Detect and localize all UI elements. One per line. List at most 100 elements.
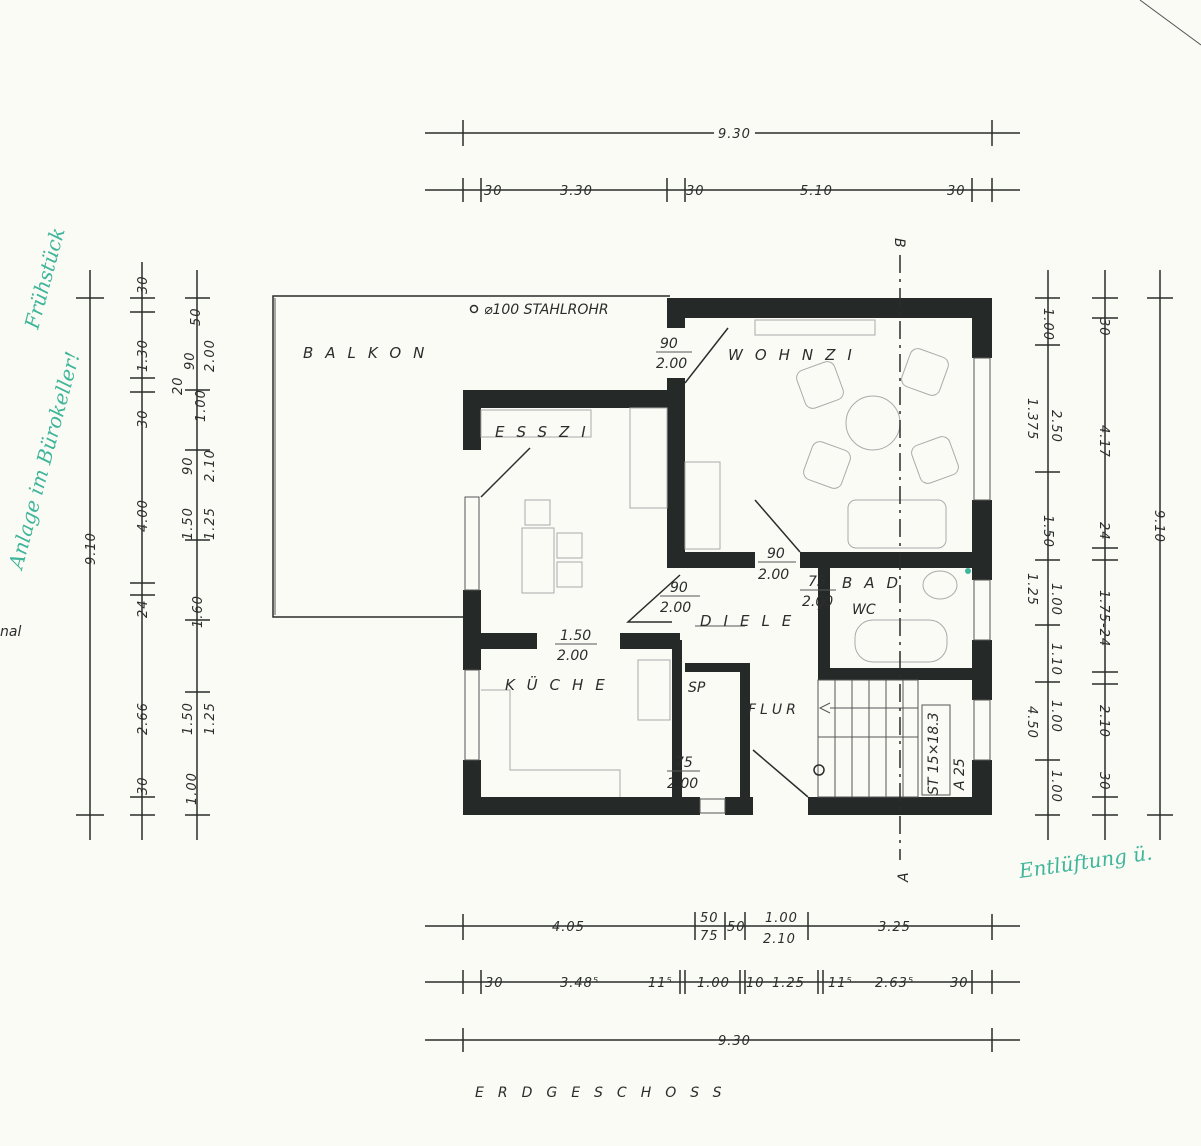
svg-text:2.66: 2.66: [136, 702, 151, 735]
svg-text:1.25: 1.25: [203, 702, 218, 735]
side-note: nal: [0, 624, 21, 640]
svg-text:9.30: 9.30: [718, 1034, 751, 1049]
dimensions-right: 1.00 1.375 2.50 1.50 1.25 1.00 1.10 4.50…: [1024, 308, 1166, 803]
svg-text:20: 20: [171, 376, 186, 395]
svg-text:1.50: 1.50: [1040, 515, 1055, 548]
svg-text:1.00: 1.00: [697, 976, 730, 991]
balcony: [272, 295, 670, 618]
room-label-bad: BAD: [842, 574, 910, 592]
svg-text:4.17: 4.17: [1096, 425, 1111, 458]
svg-text:1.00: 1.00: [185, 772, 200, 805]
svg-text:1.00: 1.00: [1048, 583, 1063, 616]
staircase: [813, 679, 951, 798]
svg-text:2.00: 2.00: [557, 648, 588, 664]
svg-text:50: 50: [700, 911, 719, 926]
svg-text:1.00: 1.00: [1040, 308, 1055, 341]
steel-pipe-label: ⌀100 STAHLROHR: [484, 302, 609, 318]
handwriting-marker: [965, 568, 971, 574]
svg-text:2.00: 2.00: [660, 600, 691, 616]
newel-post-icon: [813, 764, 825, 776]
svg-text:10: 10: [746, 976, 765, 991]
svg-text:1.50: 1.50: [560, 628, 591, 644]
svg-text:3.30: 3.30: [560, 184, 593, 199]
steel-pipe-icon: [469, 304, 479, 314]
svg-text:9.10: 9.10: [84, 532, 99, 565]
svg-text:1.00: 1.00: [765, 911, 798, 926]
svg-text:30: 30: [947, 184, 966, 199]
svg-text:30: 30: [136, 409, 151, 428]
svg-text:90: 90: [181, 456, 196, 475]
door-label: 902.00: [660, 580, 700, 616]
svg-text:4.00: 4.00: [136, 499, 151, 532]
section-label-a: A: [896, 872, 912, 883]
svg-text:90: 90: [670, 580, 688, 596]
svg-text:3.48⁵: 3.48⁵: [560, 976, 599, 991]
svg-text:30: 30: [950, 976, 969, 991]
svg-text:1.10: 1.10: [1048, 643, 1063, 676]
svg-text:30: 30: [1096, 318, 1111, 337]
door-label: 752.00: [667, 755, 700, 792]
windows: [464, 357, 991, 814]
drawing-title: ERDGESCHOSS: [475, 1085, 736, 1101]
label-mask: [714, 127, 755, 142]
svg-text:1.30: 1.30: [136, 339, 151, 372]
furniture: [480, 319, 959, 797]
svg-text:1.375: 1.375: [1024, 398, 1039, 440]
dimension-lines: [76, 120, 1173, 1052]
svg-text:90: 90: [183, 351, 198, 370]
svg-text:2.63⁵: 2.63⁵: [875, 976, 914, 991]
dimensions-top: 9.30 30 3.30 30 5.10 30: [484, 127, 966, 199]
dimensions-left: 9.10 30 1.30 30 4.00 24 2.66 30 50 2.00 …: [84, 275, 218, 805]
door-label: 902.00: [656, 336, 692, 372]
svg-text:1.25: 1.25: [203, 507, 218, 540]
svg-text:1.00: 1.00: [1048, 700, 1063, 733]
stair-spec-label: ST 15×18.3: [926, 712, 942, 795]
svg-text:2.00: 2.00: [758, 567, 789, 583]
svg-text:9.10: 9.10: [1151, 510, 1166, 543]
room-label-wc: WC: [852, 602, 876, 618]
svg-text:24: 24: [136, 599, 151, 618]
handwritten-note: Anlage im Bürokeller!: [3, 349, 85, 573]
svg-text:1.75-24: 1.75-24: [1096, 590, 1111, 647]
svg-text:4.05: 4.05: [552, 920, 585, 935]
svg-text:30: 30: [484, 184, 503, 199]
section-label-b: B: [891, 238, 907, 248]
svg-text:75: 75: [808, 574, 826, 590]
svg-text:2.50: 2.50: [1048, 410, 1063, 443]
svg-text:30: 30: [136, 776, 151, 795]
door-label: 752.00: [800, 574, 836, 610]
svg-text:2.00: 2.00: [802, 594, 833, 610]
svg-text:2.00: 2.00: [203, 339, 218, 372]
room-label-flur: FLUR: [748, 702, 800, 718]
room-label-esszi: ESSZI: [495, 423, 598, 441]
svg-text:1.50: 1.50: [181, 702, 196, 735]
svg-text:30: 30: [1096, 772, 1111, 791]
svg-text:2.10: 2.10: [763, 932, 796, 947]
handwritten-note: Entlüftung ü.: [1016, 840, 1153, 883]
svg-text:1.50: 1.50: [181, 507, 196, 540]
svg-text:2.10: 2.10: [1096, 705, 1111, 738]
svg-text:1.25: 1.25: [1024, 573, 1039, 606]
svg-text:24: 24: [1096, 522, 1111, 541]
svg-text:11⁵: 11⁵: [828, 976, 853, 991]
room-label-sp: SP: [688, 680, 706, 696]
room-label-kueche: KÜCHE: [505, 675, 617, 694]
walls: [463, 298, 992, 815]
svg-text:50: 50: [189, 307, 204, 326]
room-label-diele: DIELE: [700, 612, 803, 630]
dimensions-bottom: 4.05 50 75 50 1.00 2.10 3.25 30 3.48⁵ 11…: [485, 911, 969, 1049]
svg-text:2.00: 2.00: [656, 356, 687, 372]
svg-text:90: 90: [767, 546, 785, 562]
handwritten-note: Frühstück: [19, 225, 69, 332]
svg-text:4.50: 4.50: [1024, 706, 1039, 739]
page-fold-line: [1139, 0, 1201, 46]
svg-text:2.00: 2.00: [667, 776, 698, 792]
svg-text:2.10: 2.10: [203, 449, 218, 482]
room-label-wohnzi: WOHNZI: [728, 346, 864, 364]
svg-text:1.25: 1.25: [772, 976, 805, 991]
svg-text:90: 90: [660, 336, 678, 352]
door-label: 902.00: [758, 546, 796, 583]
room-label-balkon: BALKON: [303, 344, 436, 362]
svg-text:5.10: 5.10: [800, 184, 833, 199]
